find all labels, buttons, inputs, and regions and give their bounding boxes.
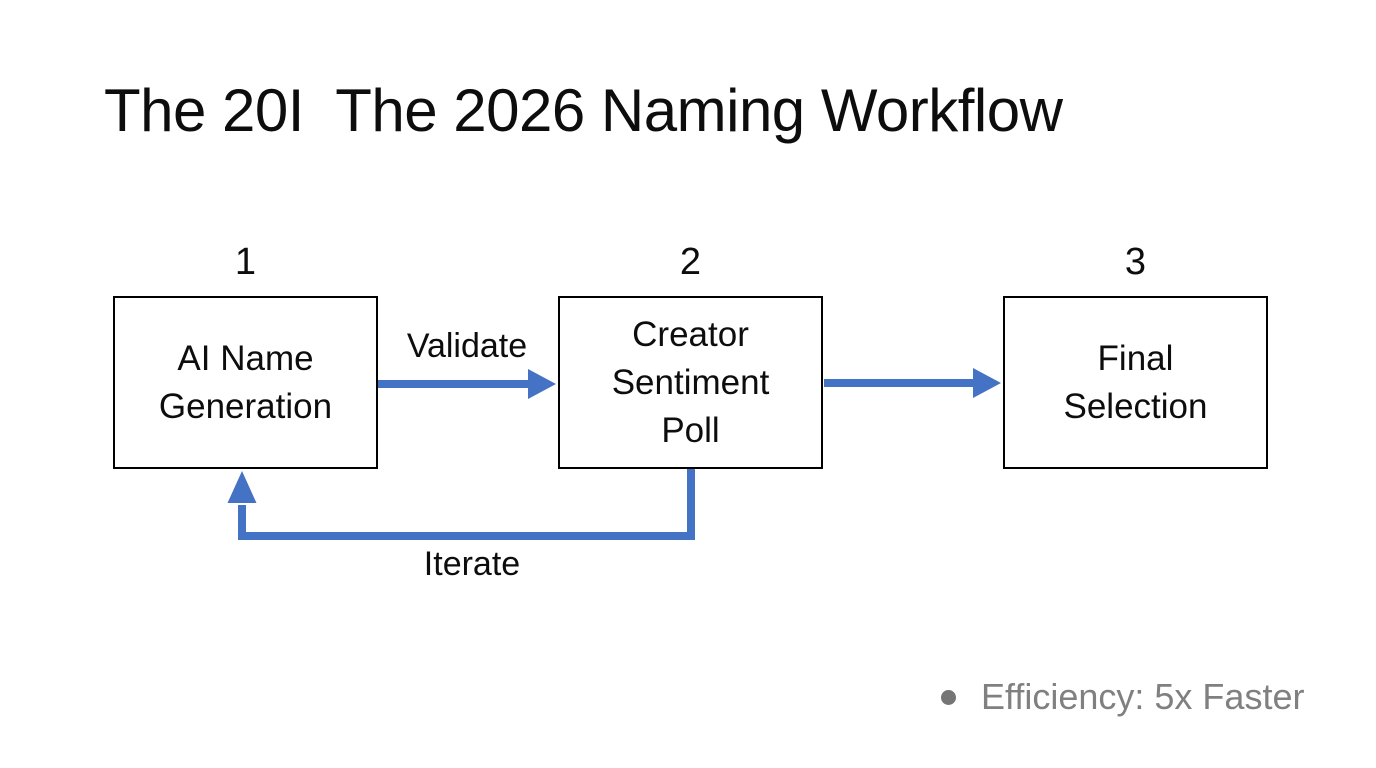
step-box-final-selection: Final Selection [1003,296,1268,469]
step-box-label: Final Selection [1063,338,1208,426]
validate-arrow [378,369,556,399]
footer-note: Efficiency: 5x Faster [941,676,1304,718]
bullet-icon [941,689,956,705]
step-box-ai-name-generation: AI Name Generation [113,296,378,469]
step-box-label: AI Name Generation [158,338,333,426]
iterate-loop-arrow [227,469,695,540]
iterate-loop-arrow-head [227,471,257,503]
edge-label-validate: Validate [406,327,528,365]
forward-arrow-head [973,368,1001,398]
footer-note-text: Efficiency: 5x Faster [981,676,1305,717]
forward-arrow [824,368,1001,398]
iterate-loop-path [238,469,695,540]
step-number-2: 2 [679,241,702,283]
edge-label-iterate: Iterate [423,545,521,583]
slide-title: The 20I The 2026 Naming Workflow [104,77,1063,144]
step-number-1: 1 [234,241,257,283]
step-box-label: Creator Sentiment Poll [611,314,770,450]
step-box-creator-sentiment-poll: Creator Sentiment Poll [558,296,823,469]
validate-arrow-head [528,369,556,399]
step-number-3: 3 [1124,241,1147,283]
